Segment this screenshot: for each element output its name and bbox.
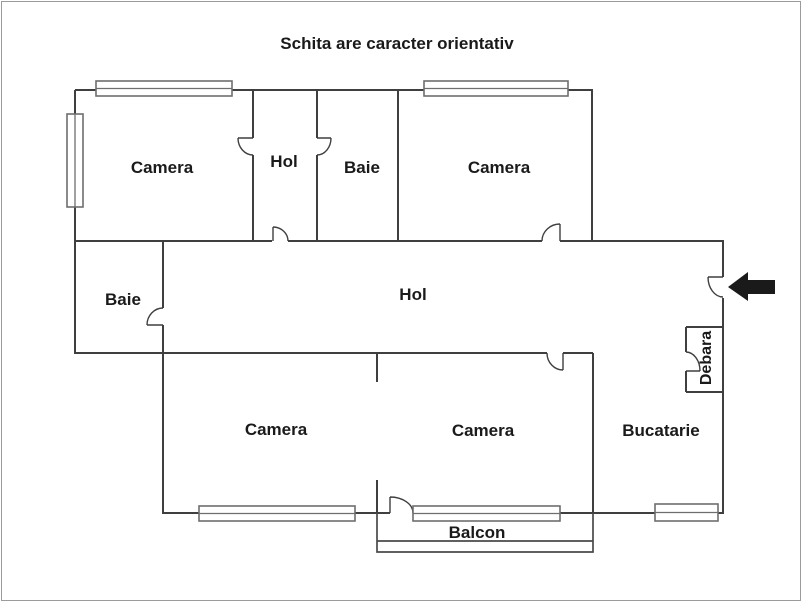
- door-camera-top-left: [237, 137, 254, 156]
- door-entrance: [707, 276, 724, 298]
- window-camera-top-right: [423, 80, 569, 97]
- window-balcon: [412, 505, 561, 522]
- room-label-camera-bottom-middle: Camera: [452, 421, 515, 440]
- door-hol-top: [272, 226, 289, 242]
- balcony-outline: [376, 513, 594, 553]
- plan-title: Schita are caracter orientativ: [280, 34, 514, 53]
- entrance-arrow-left-icon: [728, 272, 775, 301]
- interior-walls: [75, 90, 594, 513]
- door-balcon: [389, 496, 414, 514]
- room-label-bucatarie: Bucatarie: [622, 421, 699, 440]
- door-hol-baie-top: [316, 137, 332, 156]
- door-camera-top-right: [541, 223, 561, 242]
- room-label-hol-top: Hol: [270, 152, 297, 171]
- window-camera-top-left: [95, 80, 233, 97]
- door-baie-left: [146, 307, 164, 326]
- room-label-baie-top: Baie: [344, 158, 380, 177]
- door-camera-bottom-middle: [546, 352, 564, 371]
- room-label-balcon: Balcon: [449, 523, 506, 542]
- room-label-camera-top-right: Camera: [468, 158, 531, 177]
- window-left-side: [66, 113, 84, 208]
- room-label-camera-top-left: Camera: [131, 158, 194, 177]
- room-label-hol-main: Hol: [399, 285, 426, 304]
- room-label-baie-left: Baie: [105, 290, 141, 309]
- window-camera-bottom-left: [198, 505, 356, 522]
- window-bucatarie: [654, 503, 719, 522]
- door-debara: [685, 351, 701, 372]
- debara-walls: [685, 326, 723, 393]
- room-label-debara: Debara: [698, 331, 715, 385]
- room-label-camera-bottom-left: Camera: [245, 420, 308, 439]
